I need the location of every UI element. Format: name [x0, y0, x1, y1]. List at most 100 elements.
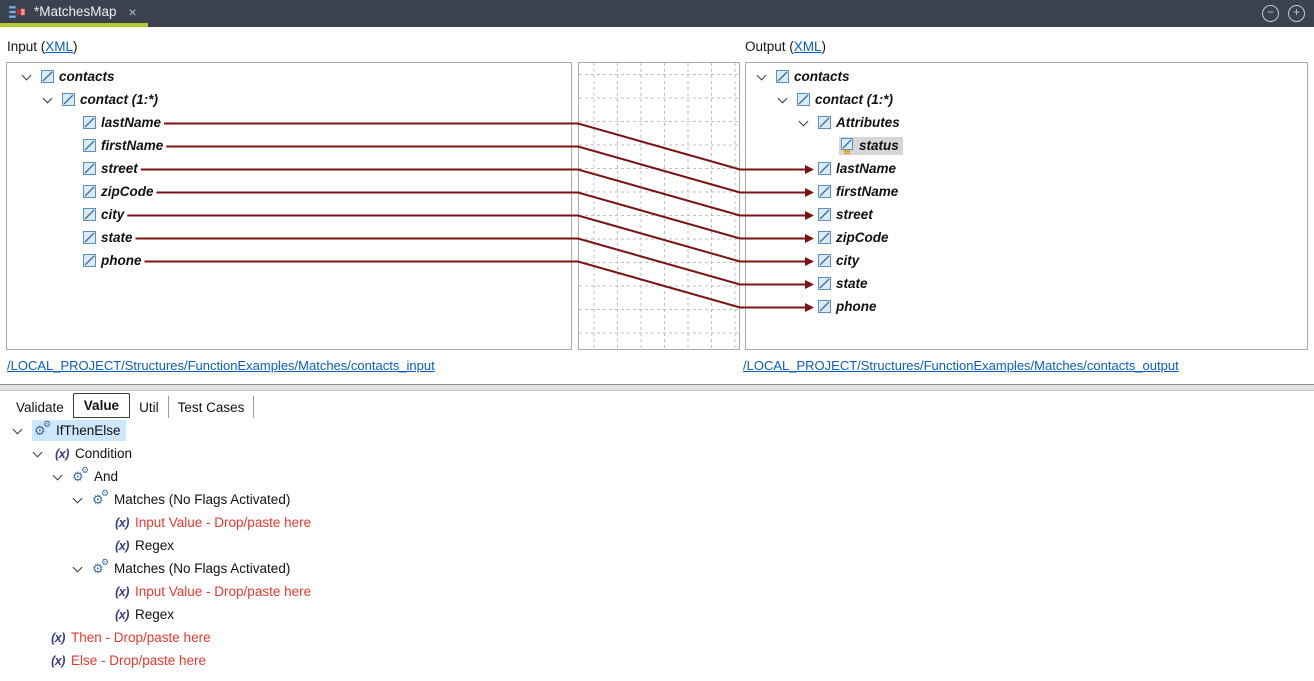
tree-row-label: contacts	[59, 69, 115, 84]
chevron-down-icon[interactable]	[754, 69, 770, 85]
output-label-suffix: )	[821, 39, 827, 54]
tree-row-regex-2[interactable]: (x) Regex	[0, 603, 1314, 626]
element-icon	[818, 276, 831, 290]
tree-row-street[interactable]: street	[7, 157, 571, 180]
chevron-down-icon[interactable]	[40, 92, 56, 108]
tree-row-label: street	[101, 161, 138, 176]
tree-row-city[interactable]: city	[746, 249, 1307, 272]
target-structure-link[interactable]: /LOCAL_PROJECT/Structures/FunctionExampl…	[743, 358, 1179, 373]
input-xml-link[interactable]: XML	[45, 39, 74, 54]
zoom-out-button[interactable]: −	[1262, 5, 1279, 22]
document-tabbar: *MatchesMap × − +	[0, 0, 1314, 27]
close-tab-icon[interactable]: ×	[128, 3, 137, 20]
tree-row-label: state	[836, 276, 868, 291]
chevron-spacer	[61, 161, 77, 177]
tree-row-contacts[interactable]: contacts	[746, 65, 1307, 88]
tree-row-state[interactable]: state	[746, 272, 1307, 295]
chevron-down-icon[interactable]	[50, 469, 66, 485]
document-tab-matchesmap[interactable]: *MatchesMap ×	[0, 0, 149, 23]
tree-row-firstname[interactable]: firstName	[746, 180, 1307, 203]
tree-row-input-value-1[interactable]: (x) Input Value - Drop/paste here	[0, 511, 1314, 534]
tree-row-city[interactable]: city	[7, 203, 571, 226]
element-icon	[83, 230, 96, 244]
chevron-spacer	[796, 184, 812, 200]
value-icon: (x)	[51, 653, 65, 668]
tree-row-label: contact (1:*)	[80, 92, 159, 107]
chevron-spacer	[90, 584, 106, 600]
function-tree: ⚙⚙ IfThenElse (x) Condition ⚙⚙ And ⚙⚙ Ma…	[0, 419, 1314, 672]
tree-row-label: IfThenElse	[56, 423, 121, 438]
tab-value[interactable]: Value	[72, 393, 131, 418]
tree-row-lastname[interactable]: lastName	[7, 111, 571, 134]
horizontal-splitter[interactable]	[0, 384, 1314, 391]
tree-row-then[interactable]: (x) Then - Drop/paste here	[0, 626, 1314, 649]
input-label-suffix: )	[73, 39, 78, 54]
tree-row-zipcode[interactable]: zipCode	[7, 180, 571, 203]
tree-row-street[interactable]: street	[746, 203, 1307, 226]
function-icon: ⚙⚙	[92, 488, 110, 507]
chevron-down-icon[interactable]	[30, 446, 46, 462]
value-icon: (x)	[55, 446, 69, 461]
input-structure-panel: contacts contact (1:*) lastName firstNam…	[6, 62, 572, 350]
chevron-spacer	[90, 515, 106, 531]
chevron-down-icon[interactable]	[19, 69, 35, 85]
chevron-spacer	[796, 161, 812, 177]
tree-row-label: Regex	[135, 607, 175, 622]
chevron-spacer	[796, 299, 812, 315]
tree-row-matches-2[interactable]: ⚙⚙ Matches (No Flags Activated)	[0, 557, 1314, 580]
chevron-down-icon[interactable]	[796, 115, 812, 131]
tree-row-firstname[interactable]: firstName	[7, 134, 571, 157]
tree-row-label: lastName	[101, 115, 162, 130]
tree-row-lastname[interactable]: lastName	[746, 157, 1307, 180]
tree-row-contact[interactable]: contact (1:*)	[746, 88, 1307, 111]
chevron-spacer	[796, 253, 812, 269]
tab-util[interactable]: Util	[130, 396, 169, 418]
tree-row-label: city	[101, 207, 125, 222]
source-structure-link[interactable]: /LOCAL_PROJECT/Structures/FunctionExampl…	[7, 358, 435, 373]
chevron-spacer	[61, 115, 77, 131]
tree-row-zipcode[interactable]: zipCode	[746, 226, 1307, 249]
tree-row-state[interactable]: state	[7, 226, 571, 249]
chevron-down-icon[interactable]	[10, 423, 26, 439]
tree-row-label: lastName	[836, 161, 897, 176]
chevron-spacer	[796, 276, 812, 292]
tree-row-status[interactable]: status	[746, 134, 1307, 157]
tree-row-ifthenelse[interactable]: ⚙⚙ IfThenElse	[0, 419, 1314, 442]
tree-row-condition[interactable]: (x) Condition	[0, 442, 1314, 465]
zoom-in-button[interactable]: +	[1288, 5, 1305, 22]
tree-row-contacts[interactable]: contacts	[7, 65, 571, 88]
tree-row-label: firstName	[101, 138, 164, 153]
chevron-spacer	[26, 653, 42, 669]
tab-validate[interactable]: Validate	[16, 400, 64, 415]
chevron-down-icon[interactable]	[70, 492, 86, 508]
drop-target-hint[interactable]: Else - Drop/paste here	[71, 653, 207, 668]
drop-target-hint[interactable]: Input Value - Drop/paste here	[135, 515, 312, 530]
tree-row-matches-1[interactable]: ⚙⚙ Matches (No Flags Activated)	[0, 488, 1314, 511]
tree-row-attributes[interactable]: Attributes	[746, 111, 1307, 134]
tree-row-else[interactable]: (x) Else - Drop/paste here	[0, 649, 1314, 672]
output-xml-link[interactable]: XML	[793, 39, 822, 54]
tree-row-label: firstName	[836, 184, 899, 199]
tree-row-regex-1[interactable]: (x) Regex	[0, 534, 1314, 557]
tree-row-label: street	[836, 207, 873, 222]
chevron-spacer	[90, 538, 106, 554]
tree-row-phone[interactable]: phone	[746, 295, 1307, 318]
tree-row-label: state	[101, 230, 133, 245]
value-icon: (x)	[115, 584, 129, 599]
element-icon	[83, 184, 96, 198]
drop-target-hint[interactable]: Input Value - Drop/paste here	[135, 584, 312, 599]
tab-test-cases[interactable]: Test Cases	[169, 396, 255, 418]
tree-row-phone[interactable]: phone	[7, 249, 571, 272]
mapping-grid-panel	[578, 62, 740, 350]
chevron-down-icon[interactable]	[70, 561, 86, 577]
tree-row-input-value-2[interactable]: (x) Input Value - Drop/paste here	[0, 580, 1314, 603]
element-icon	[818, 184, 831, 198]
tree-row-and[interactable]: ⚙⚙ And	[0, 465, 1314, 488]
drop-target-hint[interactable]: Then - Drop/paste here	[71, 630, 211, 645]
chevron-down-icon[interactable]	[775, 92, 791, 108]
chevron-spacer	[61, 230, 77, 246]
tree-row-label: zipCode	[101, 184, 154, 199]
tree-row-label: phone	[836, 299, 877, 314]
tree-row-contact[interactable]: contact (1:*)	[7, 88, 571, 111]
